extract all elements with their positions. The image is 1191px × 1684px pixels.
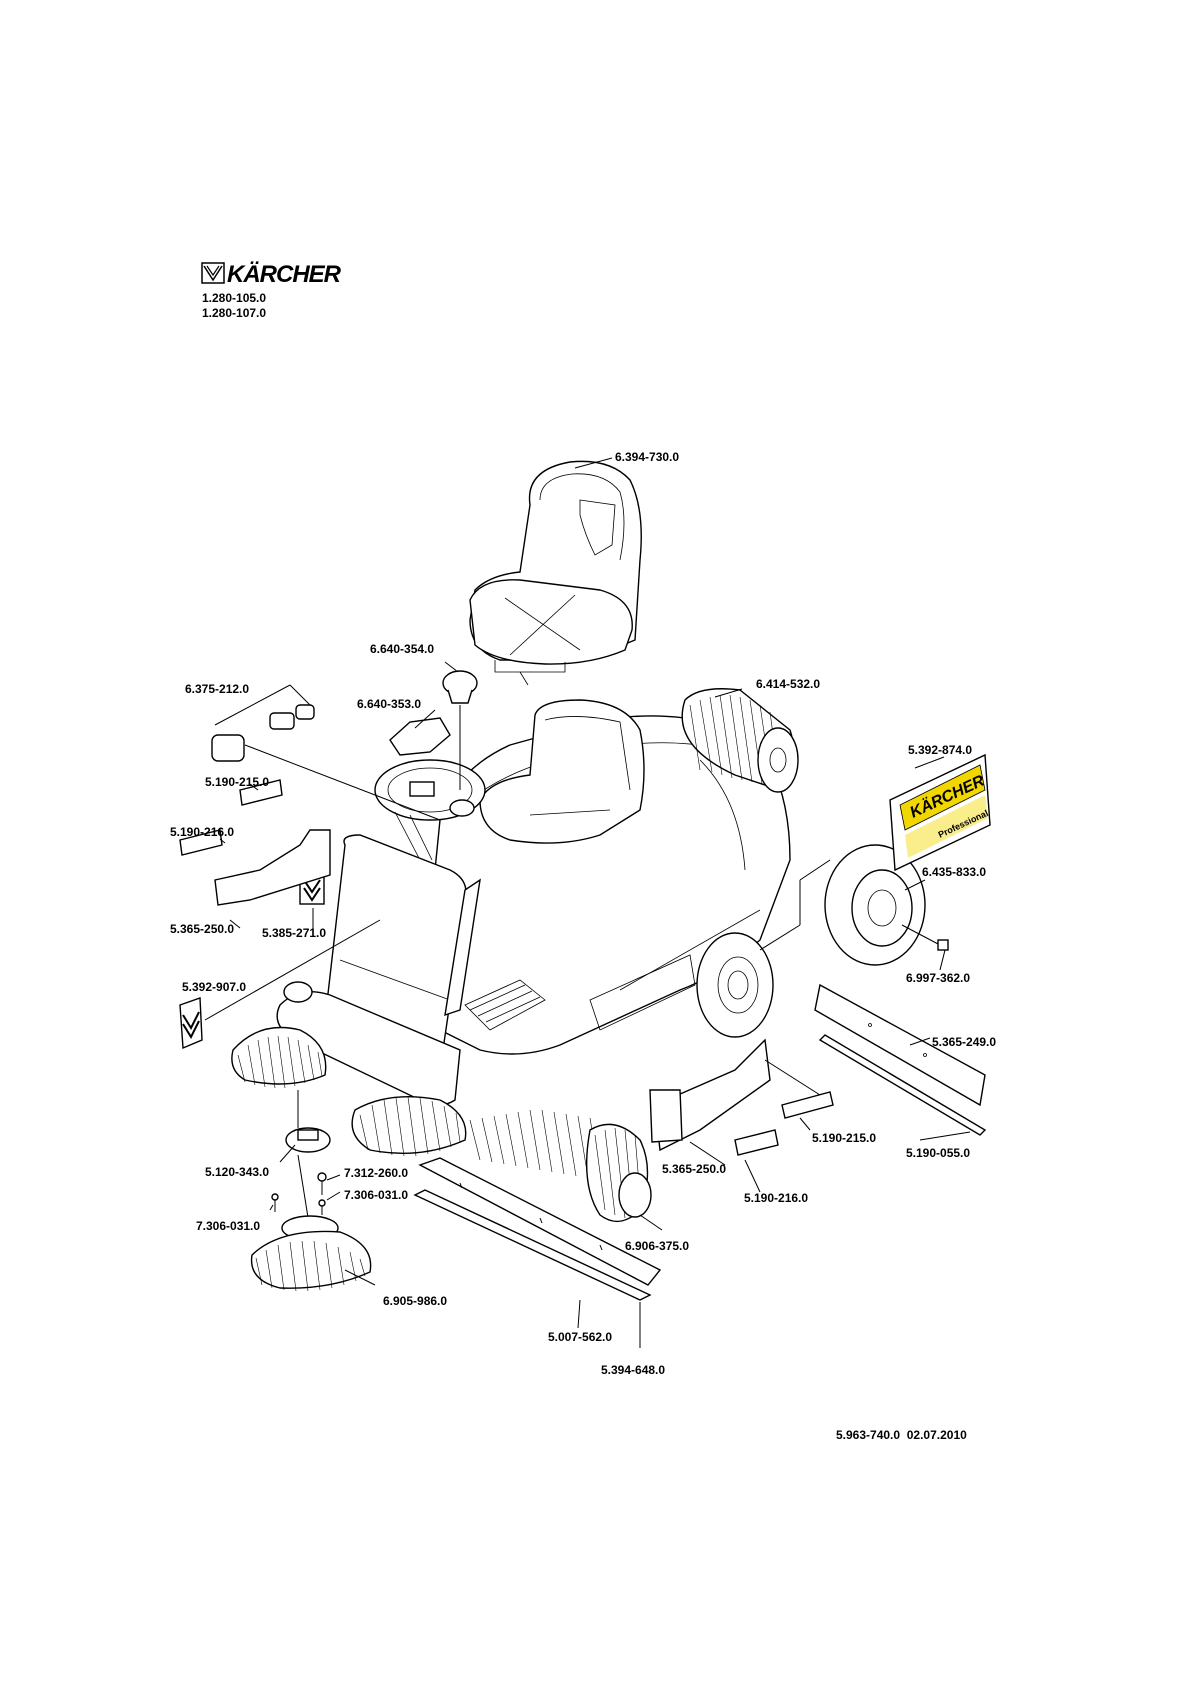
part-label: 5.392-874.0 bbox=[908, 743, 972, 757]
brush-hub bbox=[285, 1090, 331, 1231]
part-label: 5.190-216.0 bbox=[744, 1191, 808, 1205]
part-label: 7.306-031.0 bbox=[196, 1219, 260, 1233]
part-label: 5.007-562.0 bbox=[548, 1330, 612, 1344]
part-label: 5.120-343.0 bbox=[205, 1165, 269, 1179]
side-brush-right bbox=[351, 1096, 467, 1157]
part-label: 5.385-271.0 bbox=[262, 926, 326, 940]
rear-flap-parts bbox=[814, 983, 987, 1136]
part-label: 5.365-250.0 bbox=[170, 922, 234, 936]
part-label: 5.392-907.0 bbox=[182, 980, 246, 994]
leader-lines bbox=[204, 457, 971, 1348]
sealing-strips bbox=[413, 1157, 662, 1301]
part-label: 5.365-250.0 bbox=[662, 1162, 726, 1176]
side-brush-spare bbox=[250, 1215, 372, 1292]
model-number: 1.280-105.0 bbox=[202, 291, 267, 305]
screw-part bbox=[271, 1172, 327, 1215]
rear-wheel bbox=[824, 844, 949, 966]
control-knob bbox=[442, 670, 478, 790]
part-label: 6.375-212.0 bbox=[185, 682, 249, 696]
part-label: 7.312-260.0 bbox=[344, 1166, 408, 1180]
brush-housing bbox=[276, 981, 461, 1106]
left-flap-parts bbox=[179, 779, 331, 906]
part-label: 6.414-532.0 bbox=[756, 677, 820, 691]
main-roller-brush bbox=[681, 688, 799, 793]
part-label: 5.394-648.0 bbox=[601, 1363, 665, 1377]
cover-plate bbox=[389, 717, 451, 756]
part-label: 6.435-833.0 bbox=[922, 865, 986, 879]
logo-mark-icon bbox=[201, 262, 225, 284]
professional-sticker bbox=[889, 753, 991, 872]
seat-part bbox=[469, 460, 642, 686]
part-label: 5.190-215.0 bbox=[812, 1131, 876, 1145]
part-label: 5.190-055.0 bbox=[906, 1146, 970, 1160]
part-labels: 6.394-730.0 6.640-354.0 6.375-212.0 6.64… bbox=[170, 450, 996, 1377]
sweeper-body bbox=[429, 699, 791, 1055]
brand-name: KÄRCHER bbox=[227, 261, 341, 288]
side-flap-parts bbox=[649, 1038, 834, 1156]
part-label: 5.365-249.0 bbox=[932, 1035, 996, 1049]
part-label: 6.905-986.0 bbox=[383, 1294, 447, 1308]
document-number: 5.963-740.0 bbox=[836, 1428, 901, 1442]
part-label: 5.190-216.0 bbox=[170, 825, 234, 839]
main-brush-lower bbox=[469, 1109, 652, 1223]
part-label: 6.997-362.0 bbox=[906, 971, 970, 985]
part-label: 6.640-353.0 bbox=[357, 697, 421, 711]
part-label: 5.190-215.0 bbox=[205, 775, 269, 789]
part-label: 6.906-375.0 bbox=[625, 1239, 689, 1253]
part-label: 7.306-031.0 bbox=[344, 1188, 408, 1202]
model-number: 1.280-107.0 bbox=[202, 306, 267, 320]
document-footer: 5.963-740.0 02.07.2010 bbox=[836, 1428, 967, 1442]
part-label: 6.394-730.0 bbox=[615, 450, 679, 464]
steering-wheel bbox=[374, 759, 486, 861]
part-label: 6.640-354.0 bbox=[370, 642, 434, 656]
switch-assembly bbox=[211, 684, 441, 821]
side-brush-left bbox=[231, 1026, 327, 1089]
document-date: 02.07.2010 bbox=[906, 1428, 967, 1442]
brand-logo: KÄRCHER bbox=[201, 261, 361, 288]
